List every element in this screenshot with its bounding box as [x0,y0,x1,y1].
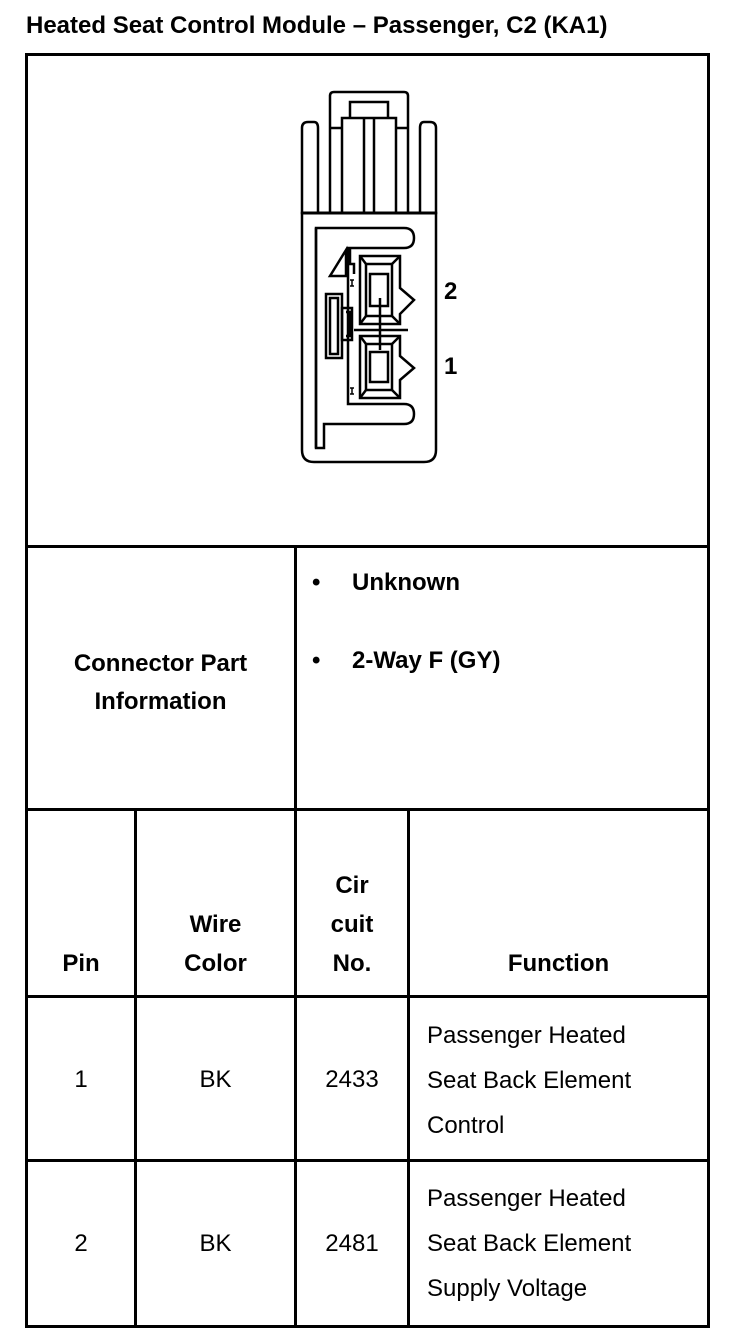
connector-part-info-line2: Information [94,688,227,715]
header-circuit-line3: No. [332,950,372,977]
divider-diagram-bottom [25,545,710,548]
header-wire-color-line2: Color [184,950,247,977]
header-circuit-line2: cuit [330,911,374,938]
bullet-icon: • [312,569,321,596]
bullet-icon: • [312,647,321,674]
table-row-1-circuit: 2433 [325,1066,379,1093]
table-row-1-function: Passenger Heated Seat Back Element Contr… [427,1013,707,1148]
part-info-value: 2-Way F (GY) [352,647,501,674]
divider-row1-bottom [25,1159,710,1162]
table-row-2-wire-color: BK [199,1230,232,1257]
pin-1-label: 1 [444,353,458,380]
divider-col-pin [134,808,137,1328]
divider-info-bottom [25,808,710,811]
function-line: Supply Voltage [427,1275,588,1302]
divider-info-column [294,545,297,811]
table-row-1-pin: 1 [74,1066,88,1093]
function-line: Passenger Heated [427,1022,626,1049]
pin-2-label: 2 [444,278,458,305]
divider-col-wire [294,808,297,1328]
table-row-2-function: Passenger Heated Seat Back Element Suppl… [427,1176,707,1311]
divider-header-bottom [25,995,710,998]
list-item: • 2-Way F (GY) [312,644,500,722]
header-wire-color-line1: Wire [189,911,242,938]
function-line: Seat Back Element [427,1067,632,1094]
header-function: Function [507,950,610,977]
part-info-value: Unknown [352,569,460,596]
connector-part-info-label: Connector Part Information [28,645,293,721]
page-title: Heated Seat Control Module – Passenger, … [26,12,608,39]
function-line: Control [427,1112,505,1139]
connector-face-diagram [300,90,438,464]
header-wire-color: Wire Color [137,905,294,983]
header-circuit-line1: Cir [335,872,369,899]
function-line: Passenger Heated [427,1185,626,1212]
table-row-1-wire-color: BK [199,1066,232,1093]
connector-part-info-list: • Unknown • 2-Way F (GY) [312,566,500,722]
divider-col-circuit [407,808,410,1328]
connector-part-info-line1: Connector Part [73,650,248,677]
function-line: Seat Back Element [427,1230,632,1257]
header-pin: Pin [62,950,100,977]
connector-table-frame [25,53,710,1328]
header-circuit-no: Cir cuit No. [297,866,407,983]
table-row-2-pin: 2 [74,1230,88,1257]
table-row-2-circuit: 2481 [325,1230,379,1257]
list-item: • Unknown [312,566,500,644]
